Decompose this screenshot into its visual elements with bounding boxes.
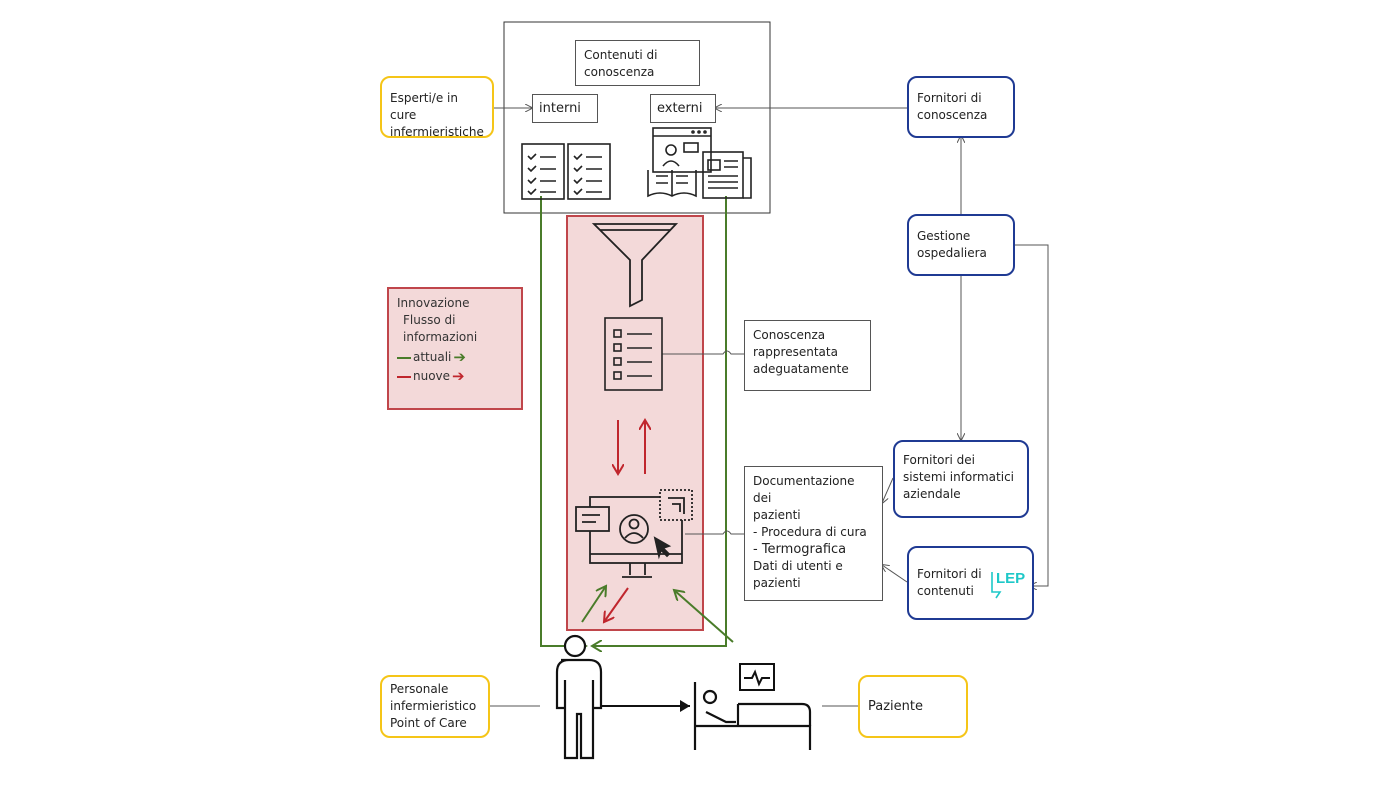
nursing-staff-line3: Point of Care — [390, 716, 467, 730]
patient-documentation-box: Documentazione dei pazienti - Procedura … — [744, 466, 883, 601]
patient-bed-icon — [693, 682, 812, 750]
documentation-line6: pazienti — [753, 576, 801, 590]
new-flow-arrows — [604, 420, 645, 622]
knowledge-media-icon — [647, 127, 712, 198]
content-providers-label: Fornitori di contenuti — [917, 567, 982, 598]
knowledge-providers-box: Fornitori di conoscenza — [907, 76, 1015, 138]
legend-new-label: nuove — [413, 369, 451, 383]
legend-new-line — [397, 375, 411, 378]
knowledge-providers-label: Fornitori di conoscenza — [917, 91, 988, 122]
patient-label: Paziente — [868, 699, 923, 714]
experts-label: Esperti/e in cure infermieristiche — [390, 91, 484, 139]
legend-current-label: attuali — [413, 350, 452, 364]
external-knowledge-box: externi — [650, 94, 716, 123]
internal-label: interni — [539, 101, 581, 116]
legend-subtitle-line2: informazioni — [403, 330, 478, 344]
hospital-management-box: Gestione ospedaliera — [907, 214, 1015, 276]
external-label: externi — [657, 101, 703, 116]
legend-new-row: nuove ➔ — [397, 367, 513, 386]
heart-monitor-icon — [739, 663, 775, 691]
hospital-management-label: Gestione ospedaliera — [917, 229, 987, 260]
content-providers-box: Fornitori di contenuti LEP — [907, 546, 1034, 620]
connector-lines — [490, 108, 1049, 707]
legend-subtitle-line1: Flusso di — [403, 313, 456, 327]
nursing-staff-line1: Personale — [390, 682, 449, 696]
documentation-line4: - Termografica — [753, 542, 847, 557]
documentation-line1: Documentazione dei — [753, 474, 855, 505]
newspaper-icon — [702, 151, 752, 199]
experts-box: Esperti/e in cure infermieristiche — [380, 76, 494, 139]
it-providers-label: Fornitori dei sistemi informatici aziend… — [903, 453, 1015, 501]
legend-current-row: attuali ➔ — [397, 348, 513, 367]
checklist-icon — [567, 143, 611, 200]
person-icon — [555, 634, 690, 760]
documentation-line3: - Procedura di cura — [753, 525, 867, 539]
legend-new-arrow-icon: ➔ — [452, 367, 465, 385]
legend-box: Innovazione Flusso di informazioni attua… — [387, 287, 523, 410]
nursing-staff-box: Personale infermieristico Point of Care — [380, 675, 490, 738]
internal-knowledge-box: interni — [532, 94, 598, 123]
innovation-band — [566, 215, 704, 631]
legend-current-arrow-icon: ➔ — [453, 348, 466, 366]
checklist-icon — [521, 143, 565, 200]
document-list-icon — [604, 317, 663, 391]
lep-logo-text: LEP — [996, 570, 1026, 587]
documentation-line5: Dati di utenti e — [753, 559, 843, 573]
knowledge-content-title-text: Contenuti di conoscenza — [584, 48, 658, 79]
monitor-user-icon — [575, 489, 693, 578]
patient-box: Paziente — [858, 675, 968, 738]
documentation-line2: pazienti — [753, 508, 801, 522]
funnel-icon — [591, 223, 679, 308]
lep-logo-icon: LEP — [989, 570, 1026, 599]
legend-title: Innovazione — [397, 296, 470, 310]
represented-knowledge-label: Conoscenza rappresentata adeguatamente — [753, 328, 849, 376]
nursing-staff-line2: infermieristico — [390, 699, 477, 713]
legend-current-line — [397, 356, 411, 359]
it-providers-box: Fornitori dei sistemi informatici aziend… — [893, 440, 1029, 518]
knowledge-content-title: Contenuti di conoscenza — [575, 40, 700, 86]
represented-knowledge-box: Conoscenza rappresentata adeguatamente — [744, 320, 871, 391]
